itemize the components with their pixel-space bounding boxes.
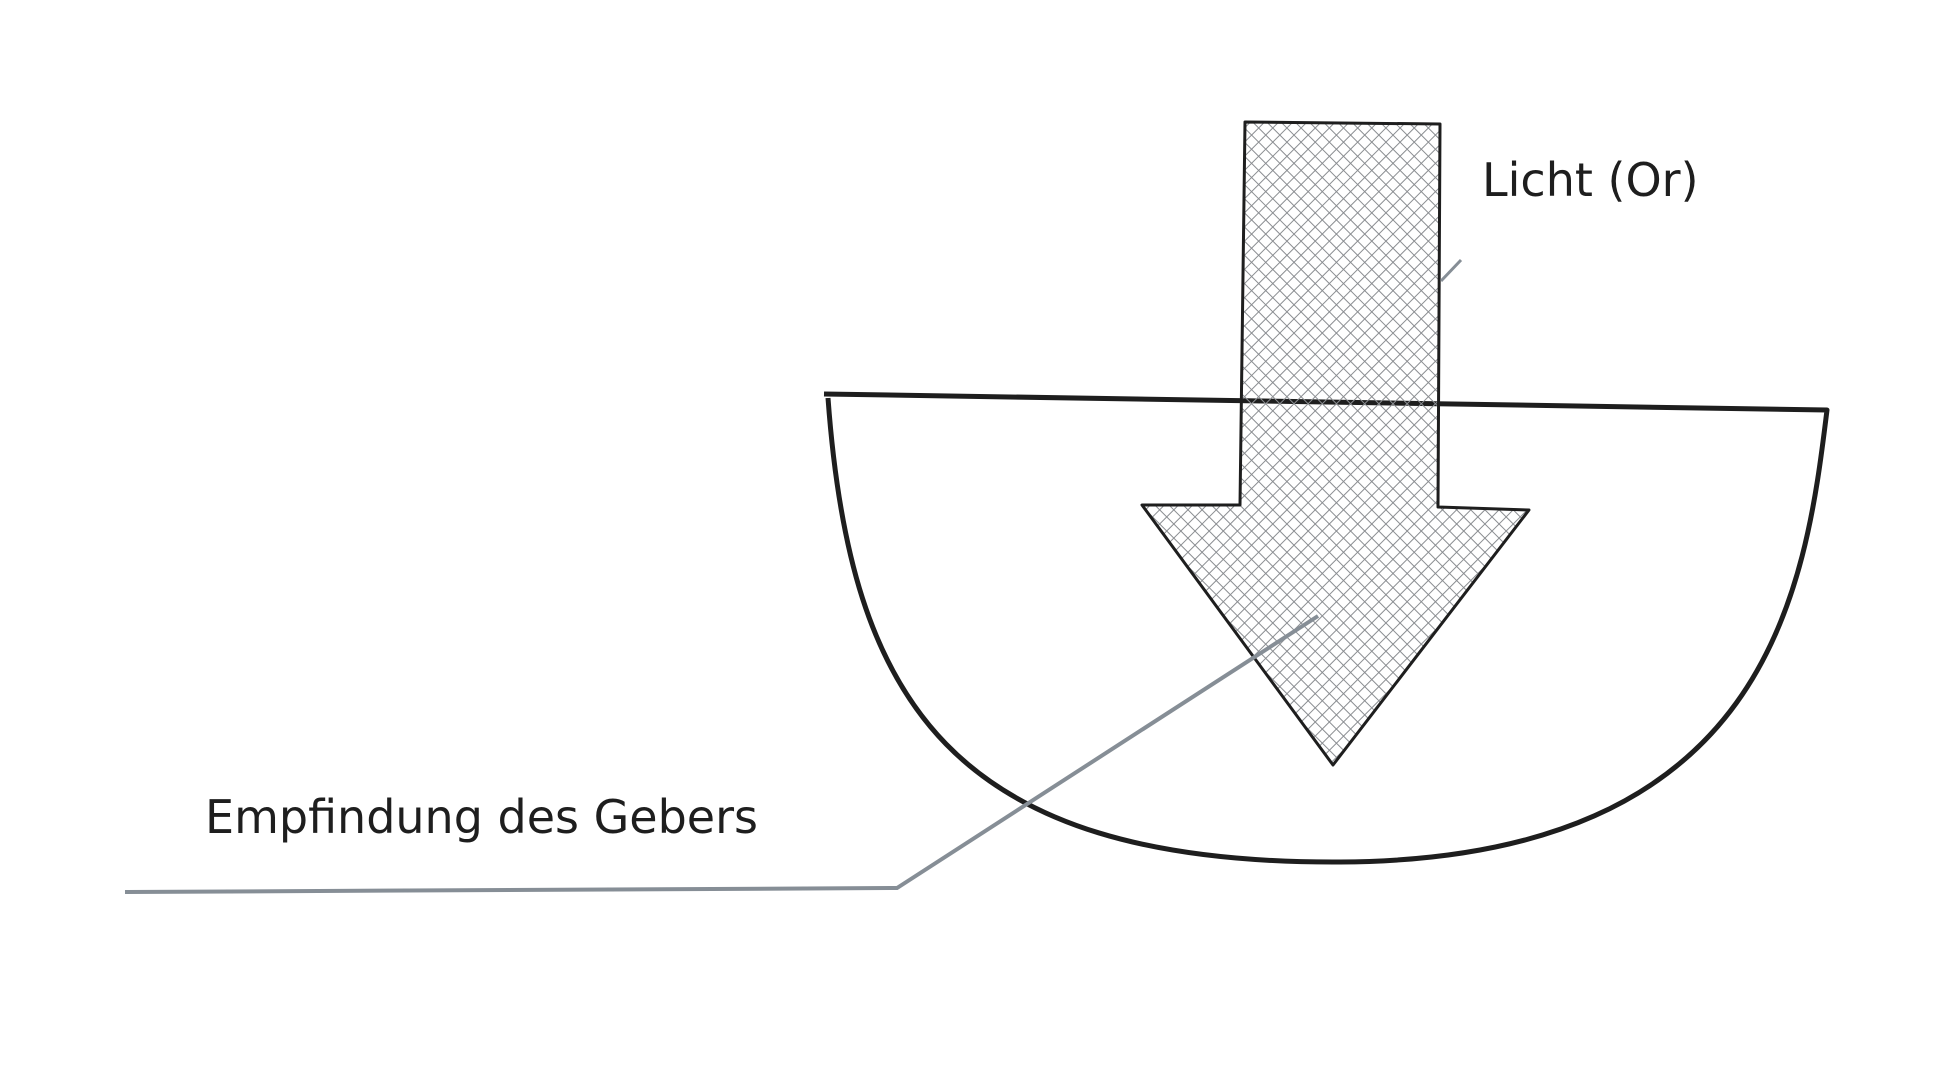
- bowl-shape: [823, 391, 1830, 865]
- sensation-label: Empfindung des Gebers: [205, 790, 758, 844]
- light-label: Licht (Or): [1482, 153, 1699, 207]
- light-arrow: [1140, 120, 1531, 767]
- sensation-leader-line: [124, 614, 1320, 894]
- light-leader-line: [1439, 258, 1463, 283]
